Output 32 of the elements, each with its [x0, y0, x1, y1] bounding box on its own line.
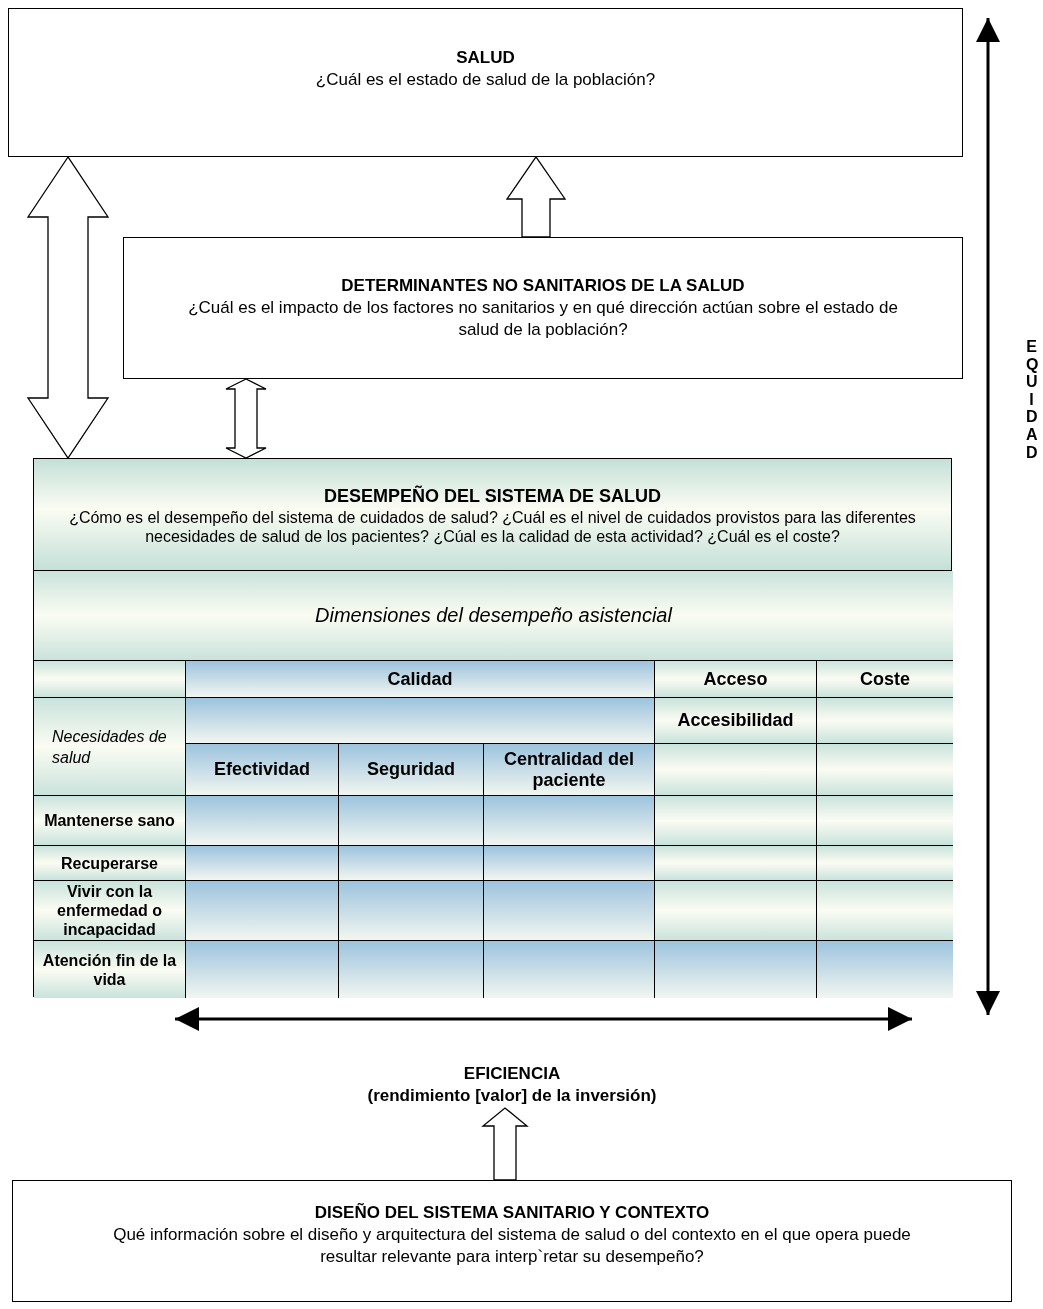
column-header: Acceso — [655, 661, 817, 698]
question-text: ¿Cuál es el estado de salud de la población? — [315, 68, 656, 91]
text-box — [123, 237, 963, 379]
row-header: Vivir con la enfermedad o incapacidad — [34, 881, 186, 941]
question-text: Qué información sobre el diseño y arquitectura del sistema de salud o del contexto en el que opera puede resultar relevante para interp`retar su desempeño? — [112, 1224, 912, 1268]
column-header: Coste — [817, 661, 953, 698]
performance-table-panel — [33, 458, 952, 997]
heading-text: EFICIENCIA — [463, 1063, 561, 1085]
column-header: Accesibilidad — [655, 698, 817, 744]
block-arrow — [225, 378, 267, 459]
box-heading: DESEMPEÑO DEL SISTEMA DE SALUD — [323, 484, 661, 508]
text-box — [12, 1180, 1012, 1302]
column-header: Seguridad — [339, 744, 484, 796]
row-header: Recuperarse — [34, 846, 186, 881]
box-heading: SALUD — [456, 46, 515, 69]
block-arrow — [26, 155, 110, 460]
heading-text: (rendimiento [valor] de la inversión) — [367, 1085, 657, 1107]
question-text: ¿Cuál es el impacto de los factores no sanitarios y en qué dirección actúan sobre el estado de salud de la población? — [187, 297, 899, 341]
row-header: Atención fin de la vida — [34, 941, 186, 998]
box-heading: DISEÑO DEL SISTEMA SANITARIO Y CONTEXTO — [314, 1202, 710, 1224]
column-header: Centralidad del paciente — [484, 744, 655, 796]
column-header: Efectividad — [186, 744, 339, 796]
row-axis-header: Necesidades de salud — [34, 698, 186, 796]
row-header: Mantenerse sano — [34, 796, 186, 846]
block-arrow — [481, 1107, 529, 1181]
question-text: ¿Cómo es el desempeño del sistema de cuidados de salud? ¿Cuál es el nivel de cuidados provistos para las diferentes necesidades de salud de los pacientes? ¿Cúal es la calidad de esta actividad? ¿Cuál es el coste? — [68, 507, 917, 546]
text-box — [8, 8, 963, 157]
axis-label: EQUIDAD — [1026, 338, 1038, 462]
column-header: Calidad — [186, 661, 655, 698]
section-heading: Dimensiones del desempeño asistencial — [34, 571, 953, 661]
box-heading: DETERMINANTES NO SANITARIOS DE LA SALUD — [341, 275, 745, 297]
block-arrow — [505, 155, 567, 238]
